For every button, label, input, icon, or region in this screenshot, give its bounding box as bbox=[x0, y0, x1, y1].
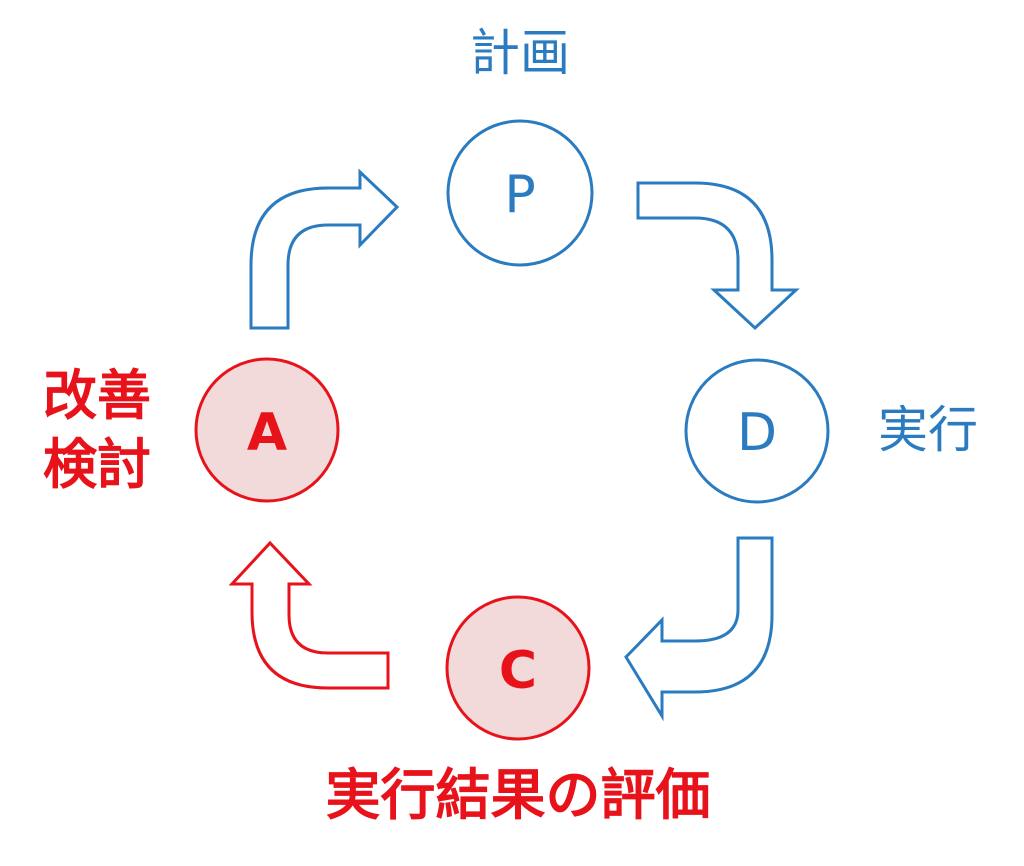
check-node: C bbox=[445, 595, 591, 741]
act-label-line1: 改善 bbox=[43, 364, 151, 427]
do-circle bbox=[684, 358, 830, 504]
arrow-check-to-act bbox=[228, 540, 390, 690]
plan-node: P bbox=[446, 119, 594, 267]
act-label-line2: 検討 bbox=[43, 433, 151, 496]
arrow-do-to-check bbox=[624, 536, 774, 722]
act-node: A bbox=[194, 357, 340, 503]
plan-circle bbox=[446, 119, 594, 267]
arrow-plan-to-do bbox=[636, 181, 800, 331]
act-letter: A bbox=[247, 403, 287, 463]
plan-letter: P bbox=[504, 165, 535, 225]
check-circle bbox=[445, 595, 591, 741]
plan-label: 計画 bbox=[470, 24, 570, 82]
do-letter: D bbox=[737, 403, 777, 463]
do-label: 実行 bbox=[878, 401, 978, 459]
act-circle bbox=[194, 357, 340, 503]
check-label: 実行結果の評価 bbox=[325, 763, 710, 827]
check-letter: C bbox=[499, 641, 537, 701]
do-node: D bbox=[684, 358, 830, 504]
arrow-act-to-plan bbox=[249, 168, 400, 330]
